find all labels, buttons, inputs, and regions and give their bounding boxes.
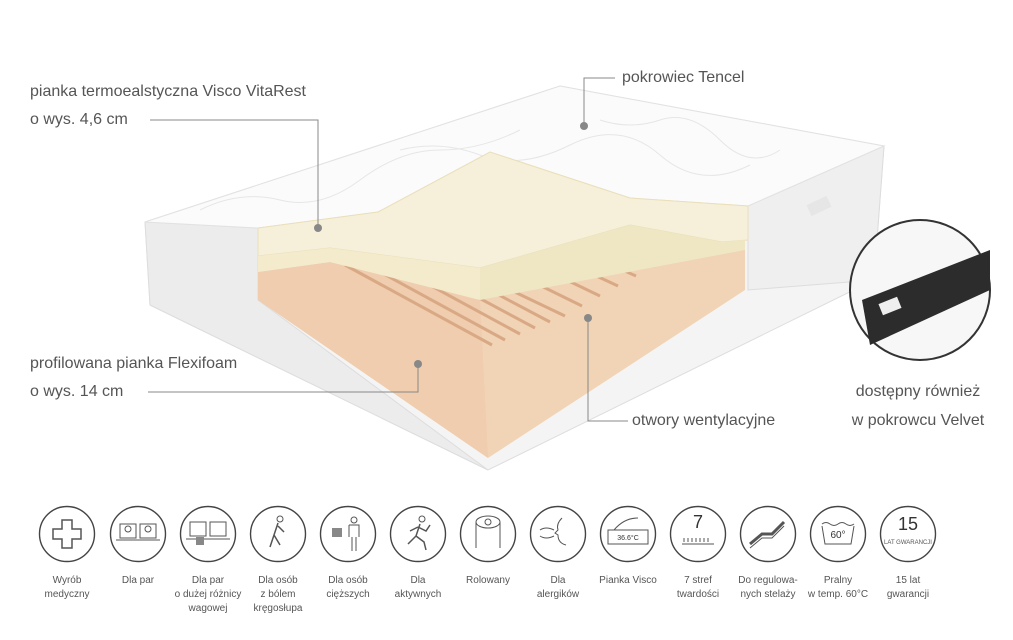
velvet-callout-line2: w pokrowcu Velvet <box>851 412 985 429</box>
feature-label: Dla osób cięższych <box>326 575 370 600</box>
feature-label: Dla aktywnych <box>394 575 442 600</box>
callout-dot-vents <box>584 314 592 322</box>
feature-badge: 15 <box>898 514 918 534</box>
feature-item: Dla osób z bólem kręgosłupa <box>243 504 313 616</box>
couple-weight-icon <box>179 505 237 563</box>
feature-item: Dla alergików <box>523 504 593 602</box>
feature-label: Wyrób medyczny <box>44 575 90 600</box>
feature-label: Rolowany <box>466 575 510 586</box>
feature-item: Do regulowa- nych stelaży <box>733 504 803 602</box>
feature-label: Dla par <box>121 575 155 586</box>
callout-dot-visco <box>314 224 322 232</box>
feature-label: Pianka Visco <box>599 575 657 586</box>
feature-item: 36.6°C Pianka Visco <box>593 504 663 588</box>
visco-hand-icon: 36.6°C <box>599 505 657 563</box>
feature-badge: 7 <box>693 512 703 532</box>
callout-dot-cover <box>580 122 588 130</box>
velvet-cover-inset <box>849 219 991 361</box>
flexi-callout-line2: o wys. 14 cm <box>30 383 124 400</box>
feature-item: Rolowany <box>453 504 523 588</box>
feature-item: Dla aktywnych <box>383 504 453 602</box>
visco-callout-line1: pianka termoealstyczna Visco VitaRest <box>30 83 306 100</box>
visco-callout-line2: o wys. 4,6 cm <box>30 111 128 128</box>
feature-label: 7 stref twardości <box>676 575 720 600</box>
visco-step-front <box>480 225 745 300</box>
flexi-callout-line1: profilowana pianka Flexifoam <box>30 355 238 372</box>
runner-icon <box>389 505 447 563</box>
feature-label: 15 lat gwarancji <box>886 575 930 600</box>
allergy-icon <box>529 505 587 563</box>
rolled-icon <box>459 505 517 563</box>
cover-callout: pokrowiec Tencel <box>622 69 745 86</box>
feature-label: Dla osób z bólem kręgosłupa <box>253 575 303 614</box>
zones-icon: 7 <box>669 505 727 563</box>
adjustable-bed-icon <box>739 505 797 563</box>
feature-label: Dla par o dużej różnicy wagowej <box>174 575 242 614</box>
vents-callout: otwory wentylacyjne <box>632 412 776 429</box>
heavy-person-icon <box>319 505 377 563</box>
back-pain-icon <box>249 505 307 563</box>
feature-item: 7 7 stref twardości <box>663 504 733 602</box>
velvet-callout-line1: dostępny również <box>855 383 981 400</box>
medical-cross-icon <box>38 505 96 563</box>
feature-badge: 36.6°C <box>617 534 638 542</box>
feature-badge: 60° <box>830 530 845 541</box>
feature-label: Pralny w temp. 60°C <box>807 575 869 600</box>
mattress-illustration <box>144 77 991 471</box>
callout-dot-flexi <box>414 360 422 368</box>
couple-icon <box>109 505 167 563</box>
wash-icon: 60° <box>809 505 867 563</box>
feature-label: Do regulowa- nych stelaży <box>738 575 798 600</box>
feature-item: Dla par o dużej różnicy wagowej <box>173 504 243 616</box>
feature-item: Dla par <box>103 504 173 588</box>
feature-label: Dla alergików <box>536 575 580 600</box>
visco-front <box>258 248 480 300</box>
feature-item: Dla osób cięższych <box>313 504 383 602</box>
brand-label <box>806 195 832 217</box>
feature-item: Wyrób medyczny <box>32 504 102 602</box>
feature-item: 60° Pralny w temp. 60°C <box>803 504 873 602</box>
feature-badge-sub: LAT GWARANCJI <box>884 540 932 546</box>
